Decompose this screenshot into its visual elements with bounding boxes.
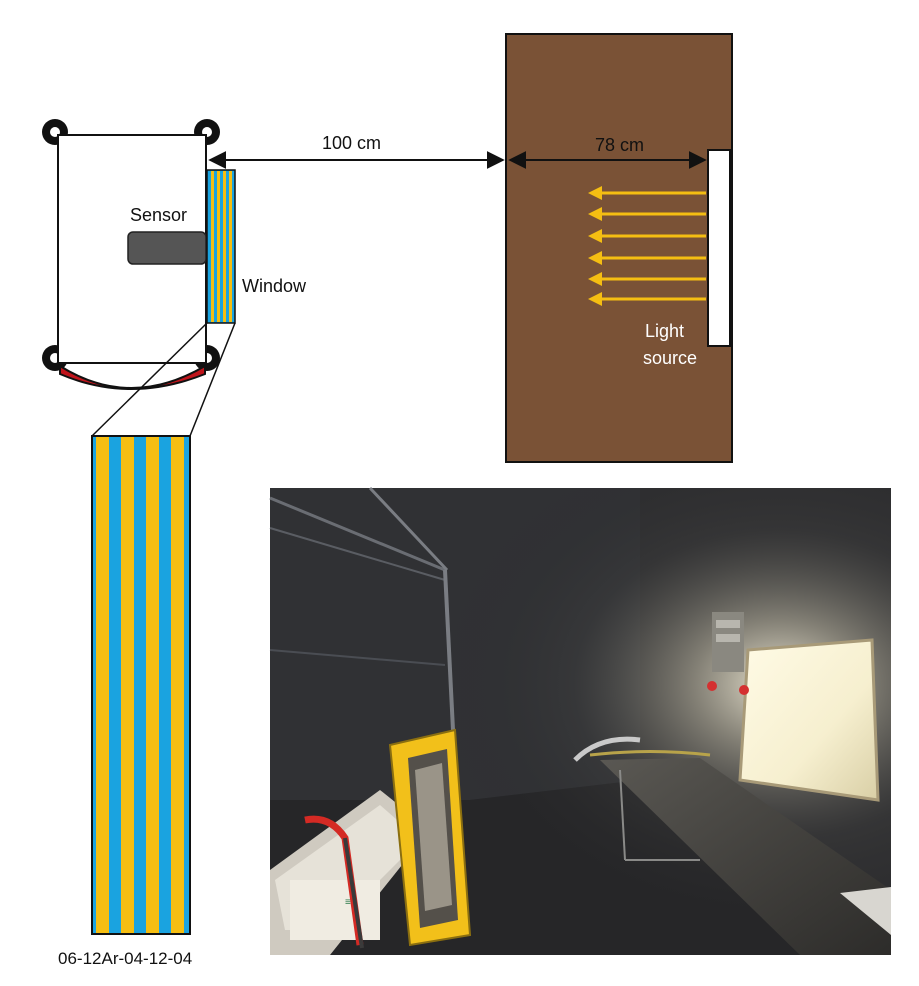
sensor-label: Sensor — [130, 205, 187, 225]
light-source-panel — [707, 149, 731, 347]
bumper — [59, 364, 206, 390]
light-source-label-line2: source — [643, 348, 697, 368]
booth — [505, 33, 733, 463]
window — [206, 169, 236, 324]
svg-text:≡: ≡ — [345, 897, 351, 908]
sensor — [127, 231, 207, 265]
photo-light-panel — [738, 638, 880, 802]
window-enlarged — [91, 435, 191, 935]
zoom-line — [91, 322, 208, 437]
window-label: Window — [242, 276, 307, 296]
chamber — [42, 119, 220, 390]
distance-label: 100 cm — [322, 133, 381, 153]
zoom-line — [189, 322, 236, 437]
light-source-label-line1: Light — [645, 321, 684, 341]
light-rays — [588, 186, 706, 306]
lab-photo: ≡ — [269, 486, 891, 955]
booth-depth-label: 78 cm — [595, 135, 644, 155]
sample-code: 06-12Ar-04-12-04 — [58, 949, 192, 968]
